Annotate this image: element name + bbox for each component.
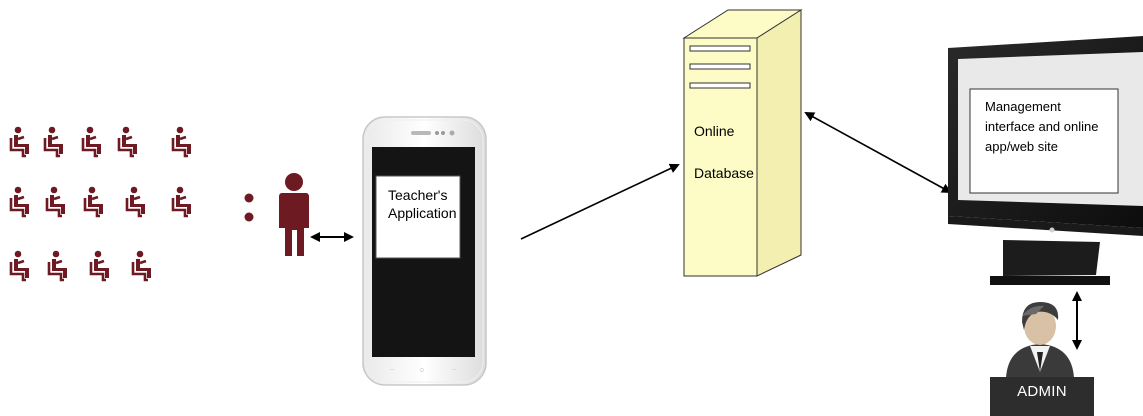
server-monitor-arrow bbox=[804, 112, 952, 193]
students-group bbox=[9, 125, 193, 282]
server-tower-icon bbox=[682, 9, 803, 277]
admin-person-icon bbox=[1006, 302, 1074, 378]
svg-text:o: o bbox=[420, 367, 424, 374]
phone-app-window bbox=[375, 175, 461, 259]
student-seated-icon bbox=[43, 125, 65, 158]
student-seated-icon bbox=[131, 249, 153, 282]
desktop-monitor-icon bbox=[948, 36, 1143, 285]
svg-text:~: ~ bbox=[452, 367, 456, 374]
student-seated-icon bbox=[89, 249, 111, 282]
database-label-line2: Database bbox=[694, 165, 754, 181]
student-seated-icon bbox=[117, 125, 139, 158]
phone-app-label: Teacher's Application bbox=[388, 187, 457, 221]
student-seated-icon bbox=[171, 125, 193, 158]
student-seated-icon bbox=[45, 185, 67, 218]
database-label-line1: Online bbox=[694, 123, 735, 139]
student-seated-icon bbox=[9, 185, 31, 218]
phone-server-arrow bbox=[520, 163, 680, 240]
student-seated-icon bbox=[9, 249, 31, 282]
monitor-app-label: Management interface and online app/web … bbox=[985, 99, 1099, 154]
smartphone-icon: ~ o ~ bbox=[362, 116, 487, 386]
student-seated-icon bbox=[9, 125, 31, 158]
teacher-standing-icon bbox=[279, 173, 309, 256]
svg-text:~: ~ bbox=[390, 367, 394, 374]
student-seated-icon bbox=[83, 185, 105, 218]
student-seated-icon bbox=[171, 185, 193, 218]
student-seated-icon bbox=[81, 125, 103, 158]
monitor-app-window bbox=[969, 88, 1119, 194]
admin-badge: ADMIN bbox=[990, 377, 1094, 416]
student-seated-icon bbox=[47, 249, 69, 282]
student-seated-icon bbox=[125, 185, 147, 218]
separator-colon bbox=[244, 193, 254, 222]
